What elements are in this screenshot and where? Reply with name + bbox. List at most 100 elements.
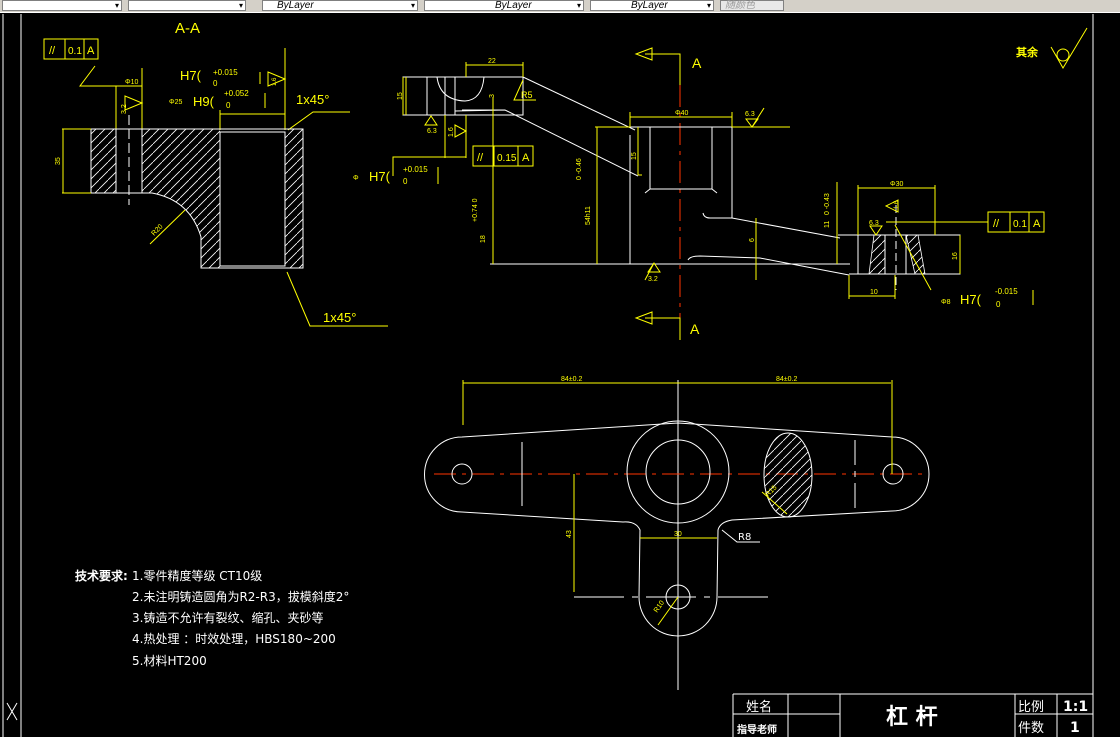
- chevron-down-icon: ▾: [576, 1, 581, 10]
- front-view: A A 22 R5 15 6.3 1.6 // 0.15: [353, 47, 1045, 340]
- linetype-combo-value: ByLayer: [495, 0, 532, 11]
- lineweight-combo[interactable]: ByLayer ▾: [590, 0, 714, 11]
- svg-text:22: 22: [488, 58, 496, 65]
- svg-text:3.2: 3.2: [648, 276, 658, 283]
- svg-text:+0.015: +0.015: [213, 68, 238, 77]
- svg-text:6.3: 6.3: [869, 220, 879, 227]
- svg-text:Φ10: Φ10: [125, 79, 138, 86]
- svg-text:R5: R5: [521, 90, 533, 100]
- svg-text:1:1: 1:1: [1063, 699, 1088, 715]
- svg-text:6.3: 6.3: [745, 111, 755, 118]
- svg-text:84±0.2: 84±0.2: [776, 376, 797, 383]
- svg-text:30: 30: [674, 531, 682, 538]
- section-title: A-A: [175, 20, 200, 37]
- svg-text:0: 0: [213, 79, 218, 88]
- svg-text:件数: 件数: [1018, 721, 1044, 736]
- svg-text:指导老师: 指导老师: [737, 723, 777, 736]
- general-roughness-note: 其余: [1016, 27, 1088, 69]
- svg-text:1x45°: 1x45°: [296, 92, 329, 107]
- tolerance-frame: // 0.15 A: [472, 145, 534, 167]
- svg-text:2.未注明铸造圆角为R2-R3，拔模斜度2°: 2.未注明铸造圆角为R2-R3，拔模斜度2°: [132, 589, 349, 604]
- svg-text:H7(: H7(: [960, 292, 982, 307]
- svg-text:35: 35: [55, 157, 62, 165]
- text-style-combo[interactable]: ▾: [2, 0, 122, 11]
- svg-text:R20: R20: [150, 223, 164, 237]
- svg-text:3.2: 3.2: [121, 104, 128, 114]
- layer-color-combo[interactable]: ByLayer ▾: [262, 0, 418, 11]
- svg-text:3: 3: [489, 94, 496, 98]
- svg-text:Φ25: Φ25: [169, 99, 182, 106]
- svg-text:A: A: [87, 45, 95, 57]
- technical-requirements: 技术要求: 1.零件精度等级 CT10级 2.未注明铸造圆角为R2-R3，拔模斜…: [75, 568, 349, 668]
- svg-text:0 -0.43: 0 -0.43: [824, 193, 831, 215]
- svg-text:16: 16: [952, 252, 959, 260]
- svg-text:1.零件精度等级 CT10级: 1.零件精度等级 CT10级: [132, 568, 262, 583]
- svg-text:+0.015: +0.015: [403, 165, 428, 174]
- svg-text:1.6: 1.6: [272, 77, 278, 86]
- section-view-a-a: A-A // 0.1 A Φ10 3.2 H7( +0.015 0 Φ25 H9…: [43, 20, 388, 327]
- svg-text:1: 1: [1070, 720, 1080, 736]
- top-view: 84±0.2 84±0.2 43 30 R8 R10 R15: [424, 376, 930, 690]
- svg-text:18: 18: [480, 235, 487, 243]
- svg-text:技术要求:: 技术要求:: [75, 568, 128, 583]
- svg-text:0.1: 0.1: [68, 46, 82, 57]
- tolerance-frame: // 0.1 A: [43, 38, 99, 60]
- svg-text:5.材料HT200: 5.材料HT200: [132, 654, 207, 668]
- svg-text:0.15: 0.15: [497, 153, 517, 164]
- ucs-icon: [6, 702, 18, 721]
- svg-text:A: A: [1033, 218, 1041, 230]
- svg-text:1.6: 1.6: [894, 200, 900, 209]
- svg-text:R10: R10: [653, 600, 666, 615]
- svg-text:0 -0.46: 0 -0.46: [576, 158, 583, 180]
- svg-text:6: 6: [749, 238, 756, 242]
- svg-text:1.6: 1.6: [448, 127, 455, 137]
- svg-text:比例: 比例: [1018, 700, 1044, 715]
- svg-text:0: 0: [403, 177, 408, 186]
- svg-text://: //: [993, 218, 1000, 230]
- chevron-down-icon: ▾: [410, 1, 415, 10]
- svg-text:15: 15: [631, 152, 638, 160]
- svg-text:0.1: 0.1: [1013, 219, 1027, 230]
- svg-text:0: 0: [226, 101, 231, 110]
- svg-text:杠 杆: 杠 杆: [886, 704, 938, 730]
- svg-text:84±0.2: 84±0.2: [561, 376, 582, 383]
- plotstyle-combo[interactable]: 随颜色: [720, 0, 784, 11]
- svg-text:A: A: [690, 321, 700, 337]
- svg-text:姓名: 姓名: [746, 699, 772, 715]
- svg-text:6.3: 6.3: [427, 128, 437, 135]
- tolerance-frame: // 0.1 A: [987, 211, 1045, 233]
- svg-text:54h11: 54h11: [585, 206, 592, 225]
- dim-style-combo[interactable]: ▾: [128, 0, 246, 11]
- lineweight-combo-value: ByLayer: [631, 0, 668, 11]
- svg-text:H7(: H7(: [180, 68, 202, 83]
- chevron-down-icon: ▾: [706, 1, 711, 10]
- svg-text:+0.052: +0.052: [224, 89, 249, 98]
- layer-combo-value: ByLayer: [277, 0, 314, 11]
- svg-text:+0.74 0: +0.74 0: [472, 198, 479, 222]
- svg-text:A: A: [522, 152, 530, 164]
- svg-text:Φ40: Φ40: [675, 110, 688, 117]
- svg-text:-0.015: -0.015: [995, 287, 1018, 296]
- svg-text:R8: R8: [738, 532, 751, 543]
- svg-text:11: 11: [824, 221, 831, 228]
- svg-text:H9(: H9(: [193, 94, 215, 109]
- chevron-down-icon: ▾: [114, 1, 119, 10]
- svg-text:A: A: [692, 55, 702, 71]
- title-block: 姓名 指导老师 杠 杆 比例 1:1 件数 1: [732, 693, 1093, 737]
- svg-text:Φ30: Φ30: [890, 181, 903, 188]
- svg-text:其余: 其余: [1016, 45, 1039, 59]
- svg-text:Φ: Φ: [353, 175, 359, 182]
- svg-text://: //: [477, 152, 484, 164]
- svg-text:15: 15: [397, 92, 404, 100]
- hatch: [91, 129, 303, 268]
- svg-text:Φ8: Φ8: [941, 299, 951, 306]
- svg-text:4.热处理 ：时效处理，HBS180~200: 4.热处理 ：时效处理，HBS180~200: [132, 631, 336, 646]
- chevron-down-icon: ▾: [238, 1, 243, 10]
- svg-text:10: 10: [870, 289, 878, 296]
- linetype-combo[interactable]: ByLayer ▾: [424, 0, 584, 11]
- properties-toolbar: ▾ ▾ ByLayer ▾ ByLayer ▾ ByLayer ▾ 随颜色: [0, 0, 1120, 13]
- svg-text:43: 43: [566, 530, 573, 538]
- svg-text:0: 0: [996, 300, 1001, 309]
- svg-text:1x45°: 1x45°: [323, 310, 356, 325]
